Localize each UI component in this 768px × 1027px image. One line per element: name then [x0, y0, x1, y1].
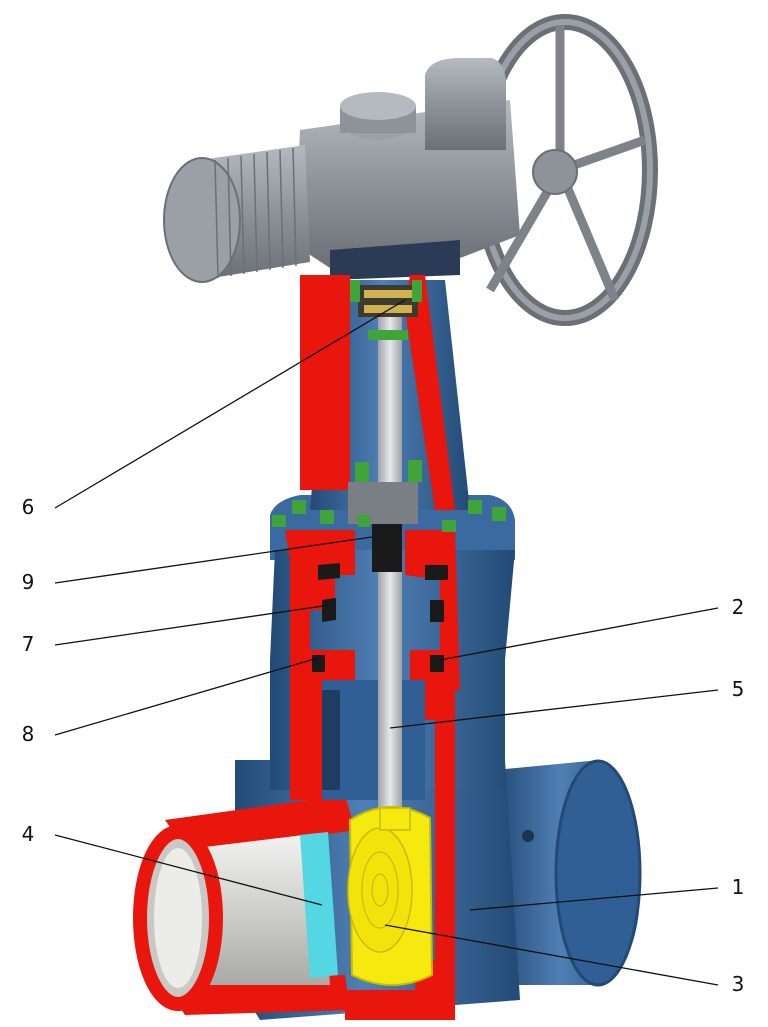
callout-label-6: 6 [22, 495, 35, 519]
callout-label-2: 2 [732, 595, 745, 619]
callout-label-3: 3 [732, 972, 745, 996]
leader-1 [469, 887, 719, 911]
leader-9 [54, 536, 373, 584]
callout-label-7: 7 [22, 632, 35, 656]
stem [378, 300, 402, 860]
callout-label-4: 4 [22, 822, 35, 846]
inlet-bore [133, 825, 330, 1011]
leader-2 [439, 607, 719, 661]
callout-label-8: 8 [22, 722, 35, 746]
packing-gland [272, 460, 506, 572]
leader-4 [54, 834, 323, 906]
leader-lines [54, 299, 719, 986]
leader-3 [384, 924, 719, 986]
gate-disc [347, 806, 434, 986]
leader-8 [54, 657, 319, 736]
callout-label-1: 1 [732, 875, 745, 899]
seat-ring [300, 832, 338, 978]
leader-7 [54, 604, 331, 646]
leader-6 [54, 299, 406, 509]
callout-label-9: 9 [22, 570, 35, 594]
callout-label-5: 5 [732, 677, 745, 701]
thrust-bearing [350, 280, 422, 340]
callout-labels: 6 9 7 8 4 2 5 1 3 [22, 495, 745, 996]
leader-5 [389, 689, 719, 729]
electric-actuator [163, 58, 520, 283]
